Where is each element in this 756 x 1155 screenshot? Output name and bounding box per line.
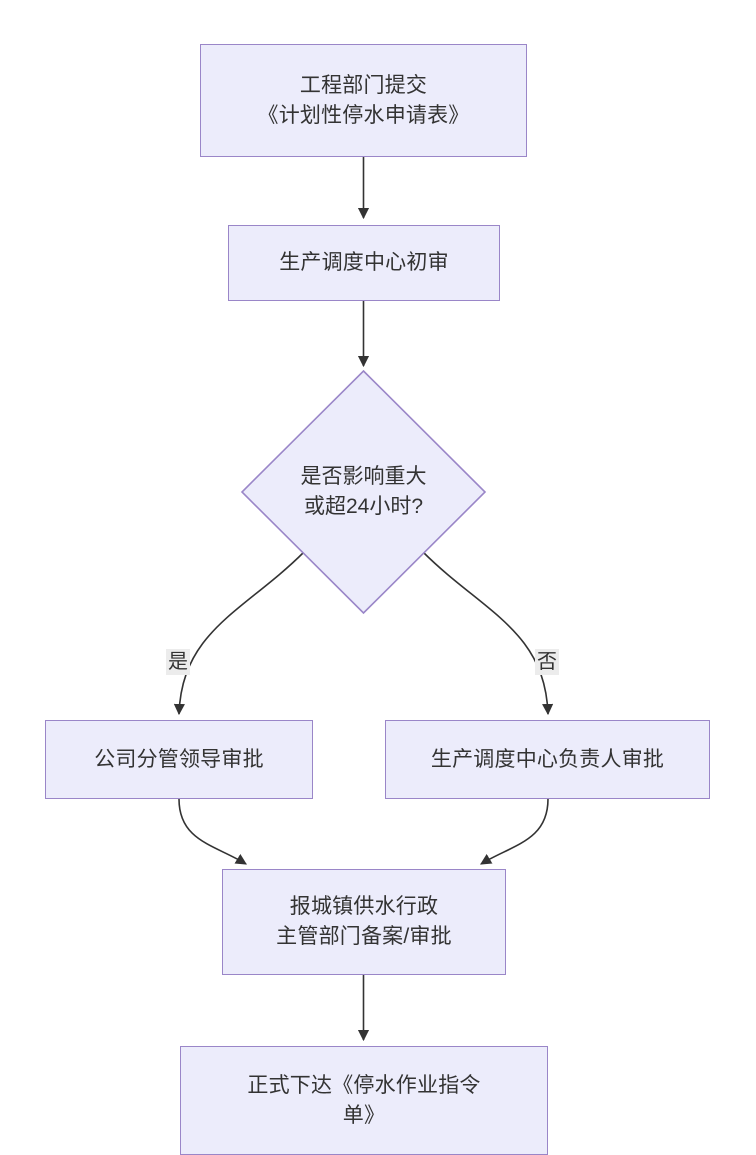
node-label: 生产调度中心初审 [279, 251, 449, 275]
edge-n4-n6 [178, 798, 247, 865]
node-dispatch-center-review[interactable]: 生产调度中心初审 [228, 225, 500, 301]
node-submit-application[interactable]: 工程部门提交 《计划性停水申请表》 [200, 44, 527, 157]
node-company-leader-approval[interactable]: 公司分管领导审批 [45, 720, 313, 799]
node-label: 是否影响重大 或超24小时? [300, 465, 427, 518]
edge-n3-n4-yes [173, 551, 305, 716]
edge-n5-n6 [480, 798, 549, 865]
node-issue-shutdown-order[interactable]: 正式下达《停水作业指令 单》 [180, 1046, 548, 1155]
edge-label-no: 否 [535, 649, 559, 675]
node-decision-major-impact[interactable]: 是否影响重大 或超24小时? [240, 369, 487, 615]
diamond-shape-icon [240, 369, 487, 615]
node-label: 正式下达《停水作业指令 单》 [247, 1073, 481, 1127]
edge-n3-n5-no [422, 551, 554, 716]
node-label: 生产调度中心负责人审批 [430, 747, 665, 771]
node-label: 报城镇供水行政 主管部门备案/审批 [276, 895, 452, 948]
node-label: 公司分管领导审批 [94, 747, 264, 771]
node-label: 工程部门提交 《计划性停水申请表》 [257, 73, 470, 127]
node-dispatch-head-approval[interactable]: 生产调度中心负责人审批 [385, 720, 710, 799]
node-water-authority-filing[interactable]: 报城镇供水行政 主管部门备案/审批 [222, 869, 506, 975]
edge-label-yes: 是 [166, 649, 190, 675]
